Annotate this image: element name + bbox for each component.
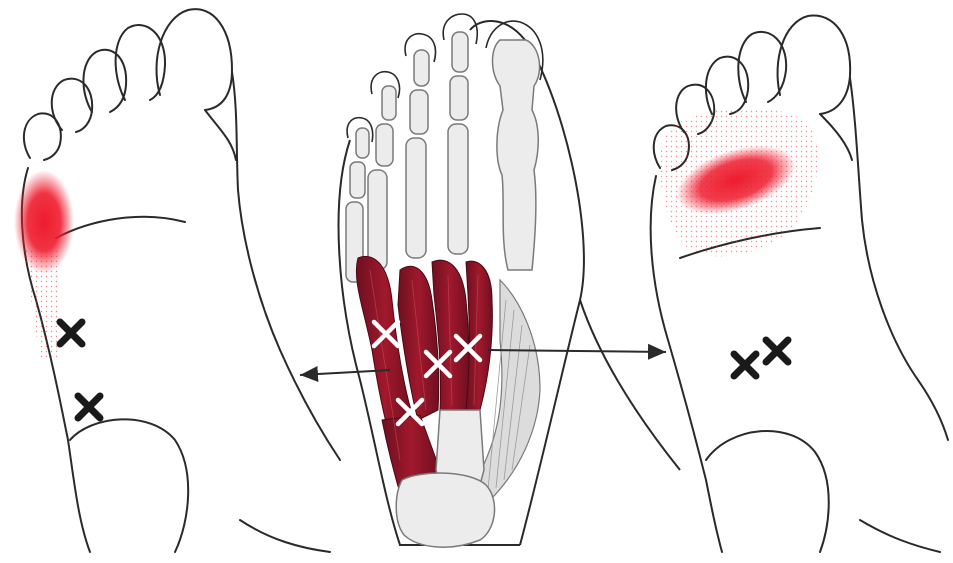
- toe-bones: [346, 32, 540, 282]
- right-foot-ankle-line: [860, 520, 940, 552]
- left-foot-sole-outline: [22, 72, 340, 552]
- x-mark-icon: [766, 340, 788, 362]
- middle-foot-anatomy: [339, 14, 680, 547]
- x-mark-icon: [734, 354, 756, 376]
- left-foot-big-toe: [156, 9, 232, 110]
- x-mark-icon: [78, 396, 100, 418]
- right-foot-heel: [706, 431, 829, 552]
- right-foot: [651, 16, 948, 552]
- left-foot-toe-3: [83, 50, 126, 112]
- left-foot-crease: [56, 217, 185, 238]
- right-foot-toe-2: [738, 32, 786, 102]
- left-foot-heel: [70, 419, 188, 552]
- right-referral-zone: [660, 107, 818, 256]
- right-foot-toe-3: [706, 57, 748, 114]
- left-foot-toe-5: [24, 113, 61, 160]
- left-foot: [22, 9, 340, 552]
- right-foot-big-toe: [778, 16, 851, 114]
- right-trigger-points: [734, 340, 788, 376]
- left-trigger-points: [60, 322, 100, 418]
- left-foot-ankle-line: [240, 520, 330, 552]
- x-mark-icon: [60, 322, 82, 344]
